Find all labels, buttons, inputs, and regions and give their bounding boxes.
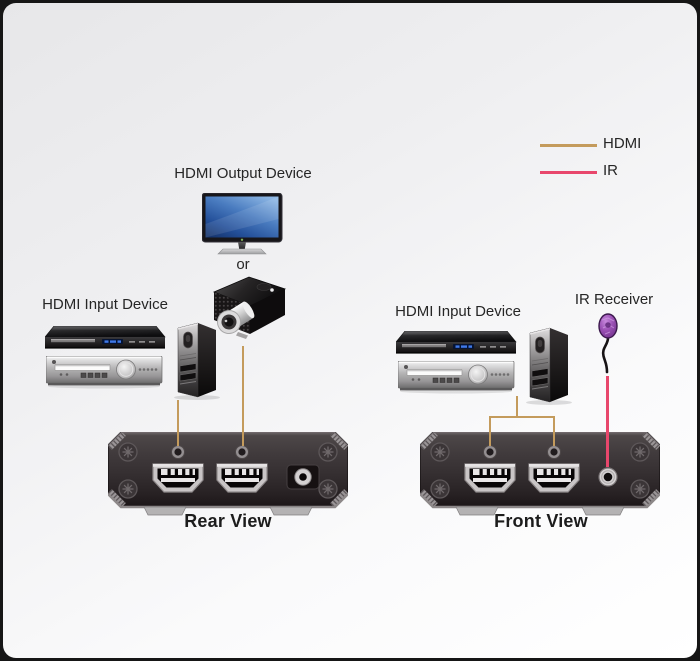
amplifier-icon bbox=[398, 361, 515, 394]
legend-label-ir: IR bbox=[603, 162, 618, 179]
ir-receiver-icon bbox=[597, 312, 619, 374]
hdmi-input-device-label-left: HDMI Input Device bbox=[42, 296, 168, 313]
hdmi-cable-fork-stem bbox=[516, 396, 518, 418]
front-view-caption: Front View bbox=[494, 511, 588, 531]
hdmi-cable-fork-left bbox=[489, 416, 491, 446]
pc-tower-icon bbox=[173, 322, 221, 401]
front-panel-device bbox=[420, 432, 660, 518]
ir-receiver-label: IR Receiver bbox=[574, 291, 654, 308]
monitor-icon bbox=[202, 193, 283, 255]
or-label: or bbox=[236, 256, 250, 273]
hdmi-cable-fork-right bbox=[553, 416, 555, 446]
legend-label-hdmi: HDMI bbox=[603, 135, 642, 152]
hdmi-cable-fork-bar bbox=[489, 416, 554, 418]
hdmi-cable-line-pc bbox=[177, 400, 179, 446]
rear-panel-device bbox=[108, 432, 348, 518]
rear-view-caption: Rear View bbox=[184, 511, 272, 531]
pc-tower-icon bbox=[525, 327, 573, 406]
dvd-player-icon bbox=[396, 331, 517, 355]
hdmi-line-swatch bbox=[540, 144, 597, 147]
hdmi-cable-line-projector bbox=[242, 346, 244, 446]
dvd-player-icon bbox=[45, 326, 166, 350]
hdmi-input-device-label-right: HDMI Input Device bbox=[395, 303, 521, 320]
ir-cable-line bbox=[606, 376, 609, 467]
ir-line-swatch bbox=[540, 171, 597, 174]
amplifier-icon bbox=[46, 356, 163, 389]
hdmi-output-device-label: HDMI Output Device bbox=[174, 165, 312, 182]
